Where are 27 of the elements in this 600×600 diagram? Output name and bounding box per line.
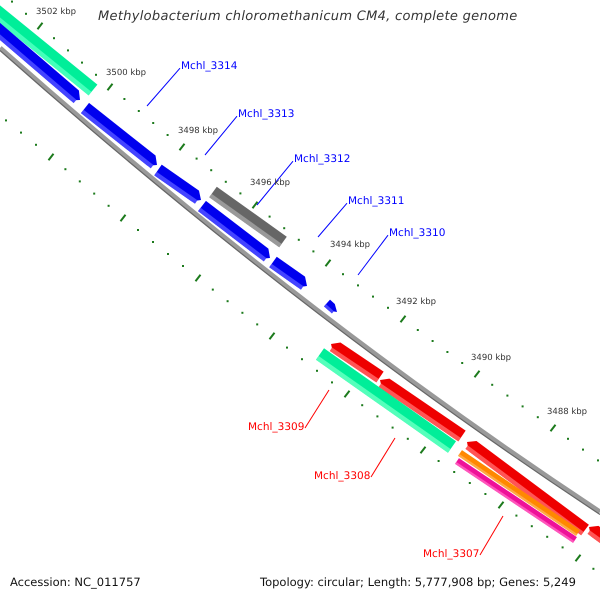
leader-line xyxy=(318,202,348,238)
footer-text: Accession: NC_011757 xyxy=(10,576,141,589)
tick-label: 3496 kbp xyxy=(250,179,290,188)
tick-label: 3500 kbp xyxy=(106,69,146,78)
leader-line xyxy=(304,390,330,428)
gene-label: Mchl_3309 xyxy=(248,422,304,434)
leader-line xyxy=(146,68,180,106)
leader-line xyxy=(370,438,396,478)
gene-label: Mchl_3308 xyxy=(314,471,370,483)
tick-label: 3502 kbp xyxy=(36,8,76,18)
footer-text: Topology: circular; Length: 5,777,908 bp; Genes: 5,249 xyxy=(260,576,576,589)
tick-label: 3490 kbp xyxy=(471,354,512,364)
gene-label: Mchl_3314 xyxy=(181,61,238,73)
leader-line xyxy=(480,516,504,556)
gene-label: Mchl_3310 xyxy=(389,228,446,240)
gene-label: Mchl_3307 xyxy=(423,549,480,561)
tick-label: 3492 kbp xyxy=(396,298,436,308)
gene-label: Mchl_3312 xyxy=(294,154,350,166)
tick-label: 3488 kbp xyxy=(547,408,588,418)
gene-label: Mchl_3311 xyxy=(348,196,404,208)
leader-line xyxy=(358,234,388,276)
leader-line xyxy=(204,116,238,156)
tick-label: 3498 kbp xyxy=(178,127,218,136)
gene-label: Mchl_3313 xyxy=(238,109,294,121)
title: Methylobacterium chloromethanicum CM4, complete genome xyxy=(98,10,518,24)
leader-line xyxy=(256,160,294,206)
tick-label: 3494 kbp xyxy=(330,241,370,250)
